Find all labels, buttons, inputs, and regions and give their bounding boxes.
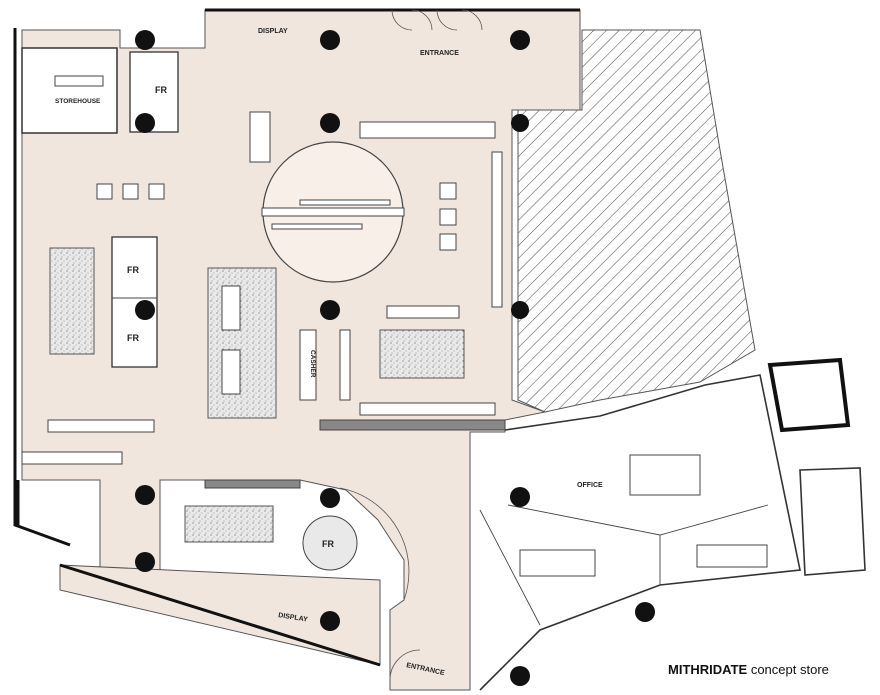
office-divider: [479, 504, 769, 626]
atrium-void: [517, 29, 756, 413]
label-storehouse: STOREHOUSE: [55, 98, 101, 105]
rack-left-bottom: [47, 419, 155, 433]
rack-mid-vertical: [339, 329, 351, 401]
label-entrance-top: ENTRANCE: [420, 50, 459, 57]
label-fr-top: FR: [155, 85, 167, 95]
office-wing: [479, 374, 801, 691]
rack-mid: [386, 305, 460, 319]
lift-core: [799, 467, 866, 576]
label-fr-mid1: FR: [127, 265, 139, 275]
structural-columns: [135, 30, 655, 686]
storehouse-shelf: [54, 75, 104, 87]
cashier-counter: [299, 329, 317, 401]
office-desk-2: [696, 544, 768, 568]
storehouse-room: [21, 47, 118, 134]
display-platform-left: [49, 247, 95, 355]
label-display-bottom: DISPLAY: [278, 612, 309, 624]
label-fr-mid2: FR: [127, 333, 139, 343]
caption-brand: MITHRIDATE: [668, 662, 748, 677]
counter-bottom: [319, 419, 506, 431]
label-office: OFFICE: [577, 482, 603, 489]
display-platform-center: [207, 267, 277, 419]
label-fr-round: FR: [322, 539, 334, 549]
rack-bottom: [359, 402, 496, 416]
label-casher: CASHER: [309, 350, 316, 378]
display-platform-bottom: [184, 505, 274, 543]
round-fitting-room: [302, 515, 358, 571]
caption-suffix: concept store: [750, 662, 829, 677]
stair-core: [767, 357, 851, 433]
rack-fr-bottom: [204, 479, 301, 489]
rack-right: [491, 151, 503, 308]
office-desk: [629, 454, 701, 496]
outer-wall: [13, 8, 580, 667]
entrance-doors-top: [391, 9, 483, 31]
entrance-door-bottom: [389, 649, 421, 681]
display-platform-right: [379, 329, 465, 379]
chair-row: [21, 451, 123, 465]
rack-top: [359, 121, 496, 139]
meeting-table: [519, 549, 596, 577]
label-display-top: DISPLAY: [258, 28, 288, 35]
plan-caption: MITHRIDATE concept store: [668, 662, 829, 677]
